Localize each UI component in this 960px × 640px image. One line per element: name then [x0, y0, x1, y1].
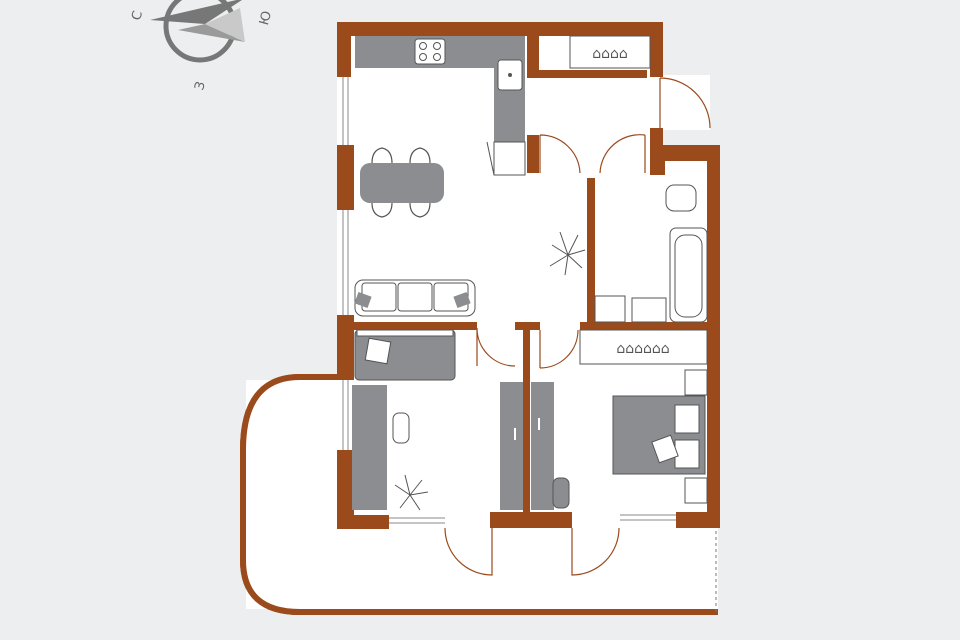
- wall-left-mid: [337, 145, 354, 210]
- wall-bedroom-divider: [523, 322, 530, 522]
- wall-top-right: [527, 22, 663, 36]
- washing-machine: [594, 295, 626, 323]
- plant-living: [549, 231, 586, 276]
- wall-bottom-left: [337, 515, 389, 529]
- door-bath: [599, 134, 646, 174]
- wall-left-lower: [337, 315, 354, 380]
- compass-needle-east: [205, 8, 245, 42]
- desk-bedroom-1: [352, 385, 387, 510]
- wall-left-bedroom: [337, 450, 354, 528]
- sofa-living: [354, 279, 476, 317]
- windows: [342, 77, 676, 524]
- wall-right: [650, 145, 720, 161]
- dining-set: [360, 147, 444, 218]
- walls: [337, 22, 720, 529]
- door-balcony-2: [571, 527, 620, 576]
- compass-label-west: З: [192, 80, 209, 92]
- bathroom-sink: [631, 297, 667, 323]
- kitchen: [355, 36, 526, 176]
- wall-bath-partition: [587, 178, 595, 328]
- wall-left-upper: [337, 22, 351, 77]
- wall-living-bedroom: [337, 322, 477, 330]
- nightstand-bottom: [684, 477, 708, 504]
- compass: С Ю З: [129, 0, 275, 92]
- wall-top: [337, 22, 527, 36]
- chair-bedroom-1: [392, 412, 410, 444]
- doors: [444, 77, 711, 576]
- bedroom-2: [531, 369, 708, 510]
- door-entry: [659, 77, 711, 129]
- wall-bath-left: [650, 145, 665, 175]
- nightstand-top: [684, 369, 708, 396]
- bedroom-1: [352, 329, 523, 511]
- wall-right-bedroom: [707, 328, 720, 528]
- compass-label-south: Ю: [257, 9, 275, 26]
- compass-needle-south: [178, 24, 245, 42]
- wall-right-outer: [707, 145, 720, 328]
- plant-bedroom-1: [394, 474, 429, 511]
- wall-hall-upper: [527, 70, 647, 78]
- fridge: [493, 141, 526, 176]
- door-kitchen: [539, 134, 581, 174]
- svg-text:⌂⌂⌂⌂⌂⌂: ⌂⌂⌂⌂⌂⌂: [616, 341, 669, 357]
- wall-kitchen-hall: [527, 22, 539, 77]
- bathroom: [594, 184, 708, 323]
- dining-chairs: [371, 147, 431, 218]
- wardrobe-bedroom-2: [531, 382, 554, 510]
- bathtub: [669, 227, 708, 323]
- door-bedroom-1: [476, 327, 516, 367]
- chair-bedroom-2: [552, 477, 570, 509]
- stove: [414, 38, 446, 65]
- wardrobe-bedroom-1: [500, 382, 523, 510]
- wall-kitchen-partition: [527, 135, 539, 173]
- compass-label-north: С: [129, 9, 146, 22]
- dining-table: [360, 163, 444, 203]
- door-balcony-1: [444, 527, 493, 576]
- door-bedroom-2: [539, 329, 579, 369]
- svg-text:⌂⌂⌂⌂: ⌂⌂⌂⌂: [592, 46, 628, 62]
- wall-bath-bottom: [580, 322, 720, 330]
- compass-needle-north: [150, 0, 242, 24]
- toilet: [665, 184, 697, 212]
- wardrobe-hall: ⌂⌂⌂⌂: [569, 35, 651, 69]
- wardrobe-bedroom: ⌂⌂⌂⌂⌂⌂: [579, 329, 708, 365]
- wall-entry-right: [650, 22, 663, 77]
- wall-bottom-mid: [490, 512, 572, 528]
